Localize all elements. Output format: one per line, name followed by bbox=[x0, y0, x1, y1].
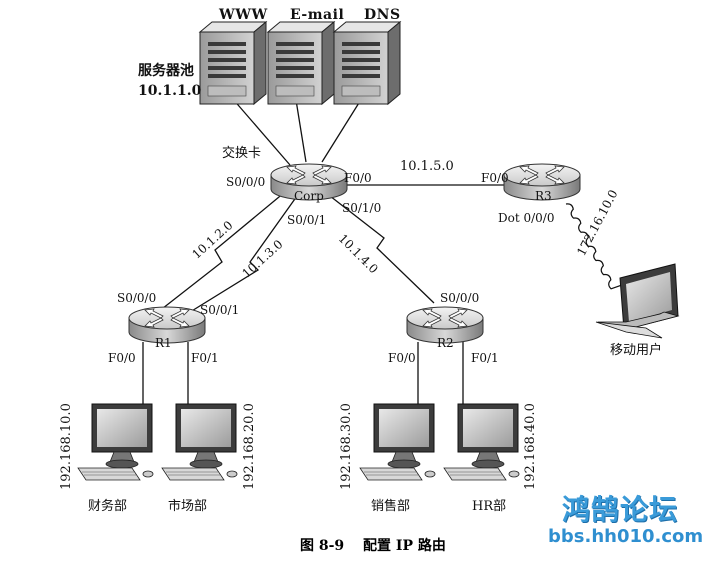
r1-port-f00: F0/0 bbox=[108, 351, 136, 365]
router-r3-name: R3 bbox=[535, 189, 552, 203]
dept-label-finance: 财务部 bbox=[88, 499, 128, 514]
figure-number: 图 8-9 bbox=[300, 538, 345, 554]
link-corp-r1-a bbox=[157, 191, 286, 313]
router-corp-name: Corp bbox=[294, 189, 324, 203]
server-label-dns: DNS bbox=[364, 7, 401, 23]
pc-sales bbox=[359, 403, 436, 481]
links bbox=[142, 97, 505, 408]
corp-port-s001: S0/0/1 bbox=[287, 213, 327, 227]
server-www bbox=[199, 21, 267, 105]
laptop-icon bbox=[595, 263, 680, 339]
figure-caption: 图 8-9 配置 IP 路由 bbox=[300, 535, 460, 555]
forum-watermark: 鸿鹄论坛 bbs.hh010.com bbox=[548, 488, 716, 558]
link-corp-r2 bbox=[329, 195, 435, 304]
r2-port-s000: S0/0/0 bbox=[440, 291, 480, 305]
corp-port-s010: S0/1/0 bbox=[342, 201, 382, 215]
lan-network-1: 192.168.10.0 bbox=[59, 403, 74, 490]
r3-port-dot000: Dot 0/0/0 bbox=[498, 211, 555, 225]
r2-port-f00: F0/0 bbox=[388, 351, 416, 365]
link-www-corp bbox=[231, 97, 291, 166]
lan-network-2: 192.168.20.0 bbox=[242, 403, 257, 490]
figure-title: 配置 IP 路由 bbox=[363, 538, 446, 554]
corp-port-s000: S0/0/0 bbox=[226, 175, 266, 189]
corp-port-f00: F0/0 bbox=[344, 171, 372, 185]
server-pool-network: 10.1.1.0 bbox=[138, 83, 202, 99]
server-label-email: E-mail bbox=[290, 7, 345, 23]
router-r1-name: R1 bbox=[155, 336, 172, 350]
r3-port-f00: F0/0 bbox=[481, 171, 509, 185]
watermark-url: bbs.hh010.com bbox=[548, 526, 704, 547]
switch-card-label: 交换卡 bbox=[222, 146, 262, 161]
pc-marketing bbox=[161, 403, 238, 481]
r2-port-f01: F0/1 bbox=[471, 351, 499, 365]
dept-label-hr: HR部 bbox=[472, 499, 507, 514]
server-label-www: WWW bbox=[219, 7, 268, 23]
r1-port-f01: F0/1 bbox=[191, 351, 219, 365]
mobile-user-label: 移动用户 bbox=[610, 343, 663, 358]
watermark-title: 鸿鹄论坛 bbox=[562, 493, 679, 526]
server-email bbox=[267, 21, 335, 105]
dept-label-sales: 销售部 bbox=[371, 499, 411, 514]
link-email-corp bbox=[295, 99, 307, 163]
lan-network-4: 192.168.40.0 bbox=[523, 403, 538, 490]
link-corp-r1-b bbox=[181, 195, 298, 318]
link-r3-mobile bbox=[565, 203, 637, 290]
router-r2-name: R2 bbox=[437, 336, 454, 350]
r1-port-s000: S0/0/0 bbox=[117, 291, 157, 305]
dept-label-marketing: 市场部 bbox=[168, 499, 208, 514]
link-label-corp-r3: 10.1.5.0 bbox=[400, 159, 454, 174]
server-pool-label: 服务器池 bbox=[138, 63, 194, 79]
lan-network-3: 192.168.30.0 bbox=[339, 403, 354, 490]
pc-hr bbox=[443, 403, 520, 481]
link-dns-corp bbox=[321, 97, 363, 163]
r1-port-s001: S0/0/1 bbox=[200, 303, 240, 317]
pc-finance bbox=[77, 403, 154, 481]
server-dns bbox=[333, 21, 401, 105]
